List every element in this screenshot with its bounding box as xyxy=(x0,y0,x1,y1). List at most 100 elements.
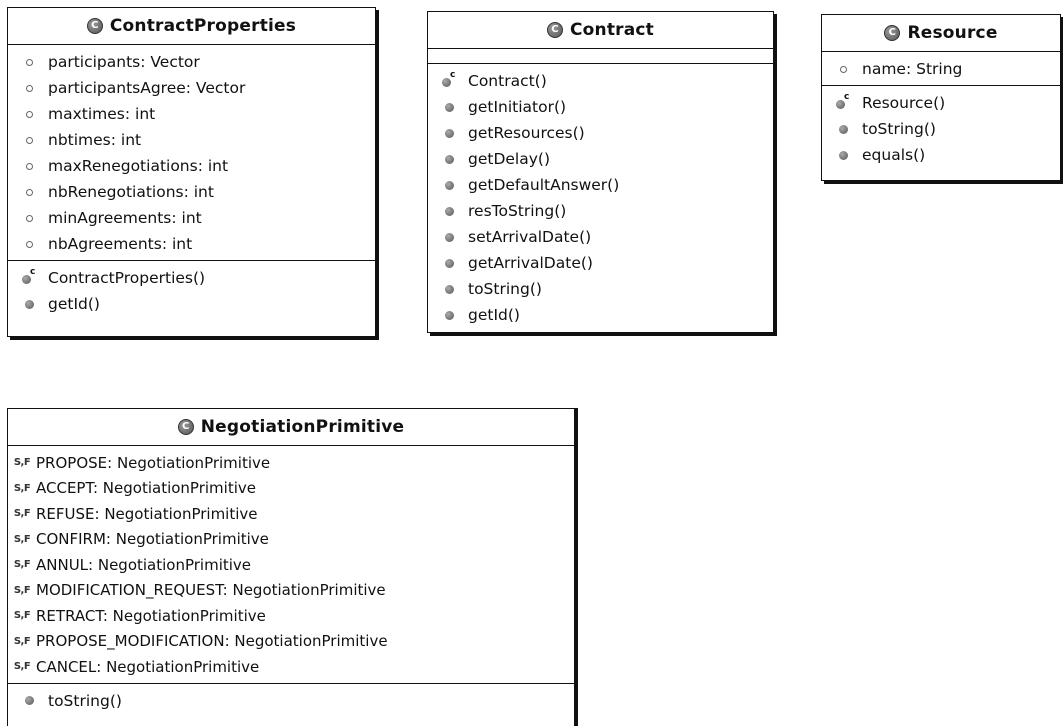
field-label: nbRenegotiations: int xyxy=(48,183,214,201)
method-row: getDefaultAnswer() xyxy=(428,172,773,198)
method-label: getResources() xyxy=(468,124,585,142)
field-row: maxRenegotiations: int xyxy=(8,153,375,179)
method-row: getId() xyxy=(428,302,773,328)
method-label: getDelay() xyxy=(468,150,550,168)
method-label: setArrivalDate() xyxy=(468,228,592,246)
constructor-icon: c xyxy=(836,92,850,109)
method-label: equals() xyxy=(862,146,926,164)
method-row: equals() xyxy=(822,142,1060,168)
static-final-icon: S,F xyxy=(13,533,31,545)
field-label: name: String xyxy=(862,60,963,78)
method-label: getId() xyxy=(48,295,100,313)
class-icon: C xyxy=(546,22,563,38)
field-label: nbAgreements: int xyxy=(48,235,193,253)
field-icon xyxy=(25,188,33,196)
static-final-icon: S,F xyxy=(13,661,31,673)
method-icon xyxy=(444,284,454,294)
class-icon: C xyxy=(884,25,901,41)
method-icon xyxy=(444,102,454,112)
field-label: participantsAgree: Vector xyxy=(48,79,246,97)
methods-section: toString() xyxy=(8,682,574,717)
static-field-row: S,F REFUSE: NegotiationPrimitive xyxy=(8,501,574,527)
class-box-contract-properties[interactable]: C ContractProperties participants: Vecto… xyxy=(7,7,376,337)
field-label: minAgreements: int xyxy=(48,209,202,227)
method-label: getDefaultAnswer() xyxy=(468,176,620,194)
class-icon: C xyxy=(177,419,194,435)
static-field-label: CONFIRM: NegotiationPrimitive xyxy=(36,530,269,549)
method-icon xyxy=(444,232,454,242)
method-label: toString() xyxy=(468,280,542,298)
method-icon xyxy=(444,310,454,320)
constructor-label: ContractProperties() xyxy=(48,269,206,287)
fields-section xyxy=(428,49,773,63)
field-icon xyxy=(25,136,33,144)
field-row: nbRenegotiations: int xyxy=(8,179,375,205)
method-row: toString() xyxy=(822,116,1060,142)
class-header: C NegotiationPrimitive xyxy=(8,409,574,446)
field-icon xyxy=(25,110,33,118)
method-label: getId() xyxy=(468,306,520,324)
field-row: nbtimes: int xyxy=(8,127,375,153)
class-icon: C xyxy=(86,18,103,34)
method-row: getDelay() xyxy=(428,146,773,172)
method-row: setArrivalDate() xyxy=(428,224,773,250)
method-icon xyxy=(24,696,34,705)
method-row: toString() xyxy=(8,688,574,714)
static-final-icon: S,F xyxy=(13,584,31,596)
static-field-label: PROPOSE_MODIFICATION: NegotiationPrimiti… xyxy=(36,632,388,651)
static-field-label: ACCEPT: NegotiationPrimitive xyxy=(36,479,256,498)
field-icon xyxy=(25,162,33,170)
static-field-row: S,F ANNUL: NegotiationPrimitive xyxy=(8,552,574,578)
static-field-label: RETRACT: NegotiationPrimitive xyxy=(36,606,266,625)
static-field-label: REFUSE: NegotiationPrimitive xyxy=(36,504,258,523)
method-icon xyxy=(444,258,454,268)
method-icon xyxy=(838,150,848,160)
method-label: toString() xyxy=(862,120,936,138)
class-box-negotiation-primitive[interactable]: C NegotiationPrimitive S,F PROPOSE: Negot… xyxy=(7,408,575,726)
constructor-label: Resource() xyxy=(862,94,946,112)
field-row: minAgreements: int xyxy=(8,205,375,231)
static-field-label: PROPOSE: NegotiationPrimitive xyxy=(36,453,271,472)
static-final-icon: S,F xyxy=(13,508,31,520)
field-row: maxtimes: int xyxy=(8,101,375,127)
class-header: C Resource xyxy=(822,15,1060,52)
field-label: maxRenegotiations: int xyxy=(48,157,229,175)
class-box-resource[interactable]: C Resource name: String c Resource() toSt… xyxy=(821,14,1061,181)
methods-section: c Resource() toString() equals() xyxy=(822,85,1060,171)
constructor-icon: c xyxy=(442,70,456,87)
class-name: ContractProperties xyxy=(109,16,297,36)
class-name: Contract xyxy=(569,20,655,40)
method-row: getArrivalDate() xyxy=(428,250,773,276)
class-name: Resource xyxy=(907,23,998,43)
method-label: resToString() xyxy=(468,202,567,220)
method-label: toString() xyxy=(48,691,122,710)
field-icon xyxy=(25,84,33,92)
static-final-icon: S,F xyxy=(13,457,31,469)
field-row: participants: Vector xyxy=(8,49,375,75)
static-field-row: S,F PROPOSE: NegotiationPrimitive xyxy=(8,450,574,476)
field-label: maxtimes: int xyxy=(48,105,156,123)
static-field-label: ANNUL: NegotiationPrimitive xyxy=(36,555,252,574)
static-field-label: CANCEL: NegotiationPrimitive xyxy=(36,657,260,676)
field-icon xyxy=(25,240,33,248)
method-icon xyxy=(444,128,454,138)
static-field-row: S,F CONFIRM: NegotiationPrimitive xyxy=(8,527,574,553)
constructor-row: c Resource() xyxy=(822,90,1060,116)
fields-section: participants: Vector participantsAgree: … xyxy=(8,45,375,260)
class-name: NegotiationPrimitive xyxy=(200,417,405,437)
field-icon xyxy=(25,58,33,66)
class-header: C ContractProperties xyxy=(8,8,375,45)
static-final-icon: S,F xyxy=(13,610,31,622)
static-final-icon: S,F xyxy=(13,635,31,647)
method-row: resToString() xyxy=(428,198,773,224)
method-row: getResources() xyxy=(428,120,773,146)
static-field-row: S,F RETRACT: NegotiationPrimitive xyxy=(8,603,574,629)
static-final-icon: S,F xyxy=(13,559,31,571)
